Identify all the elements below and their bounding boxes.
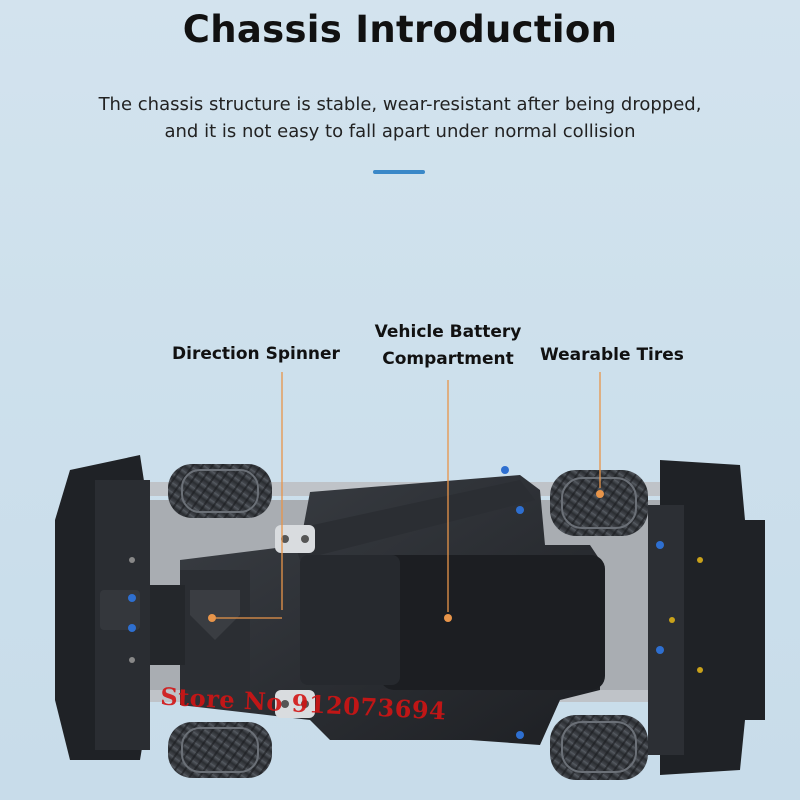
front-right-tire <box>168 722 272 778</box>
rear-assembly <box>501 460 765 775</box>
chassis-body <box>180 475 605 745</box>
page-title: Chassis Introduction <box>182 8 618 51</box>
rear-left-tire <box>550 470 648 536</box>
subtitle-line-1: The chassis structure is stable, wear-re… <box>98 94 702 115</box>
accent-underline <box>373 170 425 174</box>
callout-wearable-tires: Wearable Tires <box>540 345 684 365</box>
callout-battery-line-1: Vehicle Battery <box>374 322 522 342</box>
connector-pieces <box>275 525 315 718</box>
callout-direction-spinner: Direction Spinner <box>172 344 340 364</box>
rear-right-tire <box>550 715 648 780</box>
subtitle-line-2: and it is not easy to fall apart under n… <box>164 121 636 142</box>
callout-battery-line <box>444 380 452 622</box>
front-bumper <box>55 455 150 760</box>
front-left-tire <box>168 464 272 518</box>
callout-battery-line-2: Compartment <box>382 349 514 369</box>
callout-direction-spinner-line <box>208 372 283 622</box>
callout-tires-line <box>596 372 604 498</box>
steering-assembly <box>150 570 250 690</box>
